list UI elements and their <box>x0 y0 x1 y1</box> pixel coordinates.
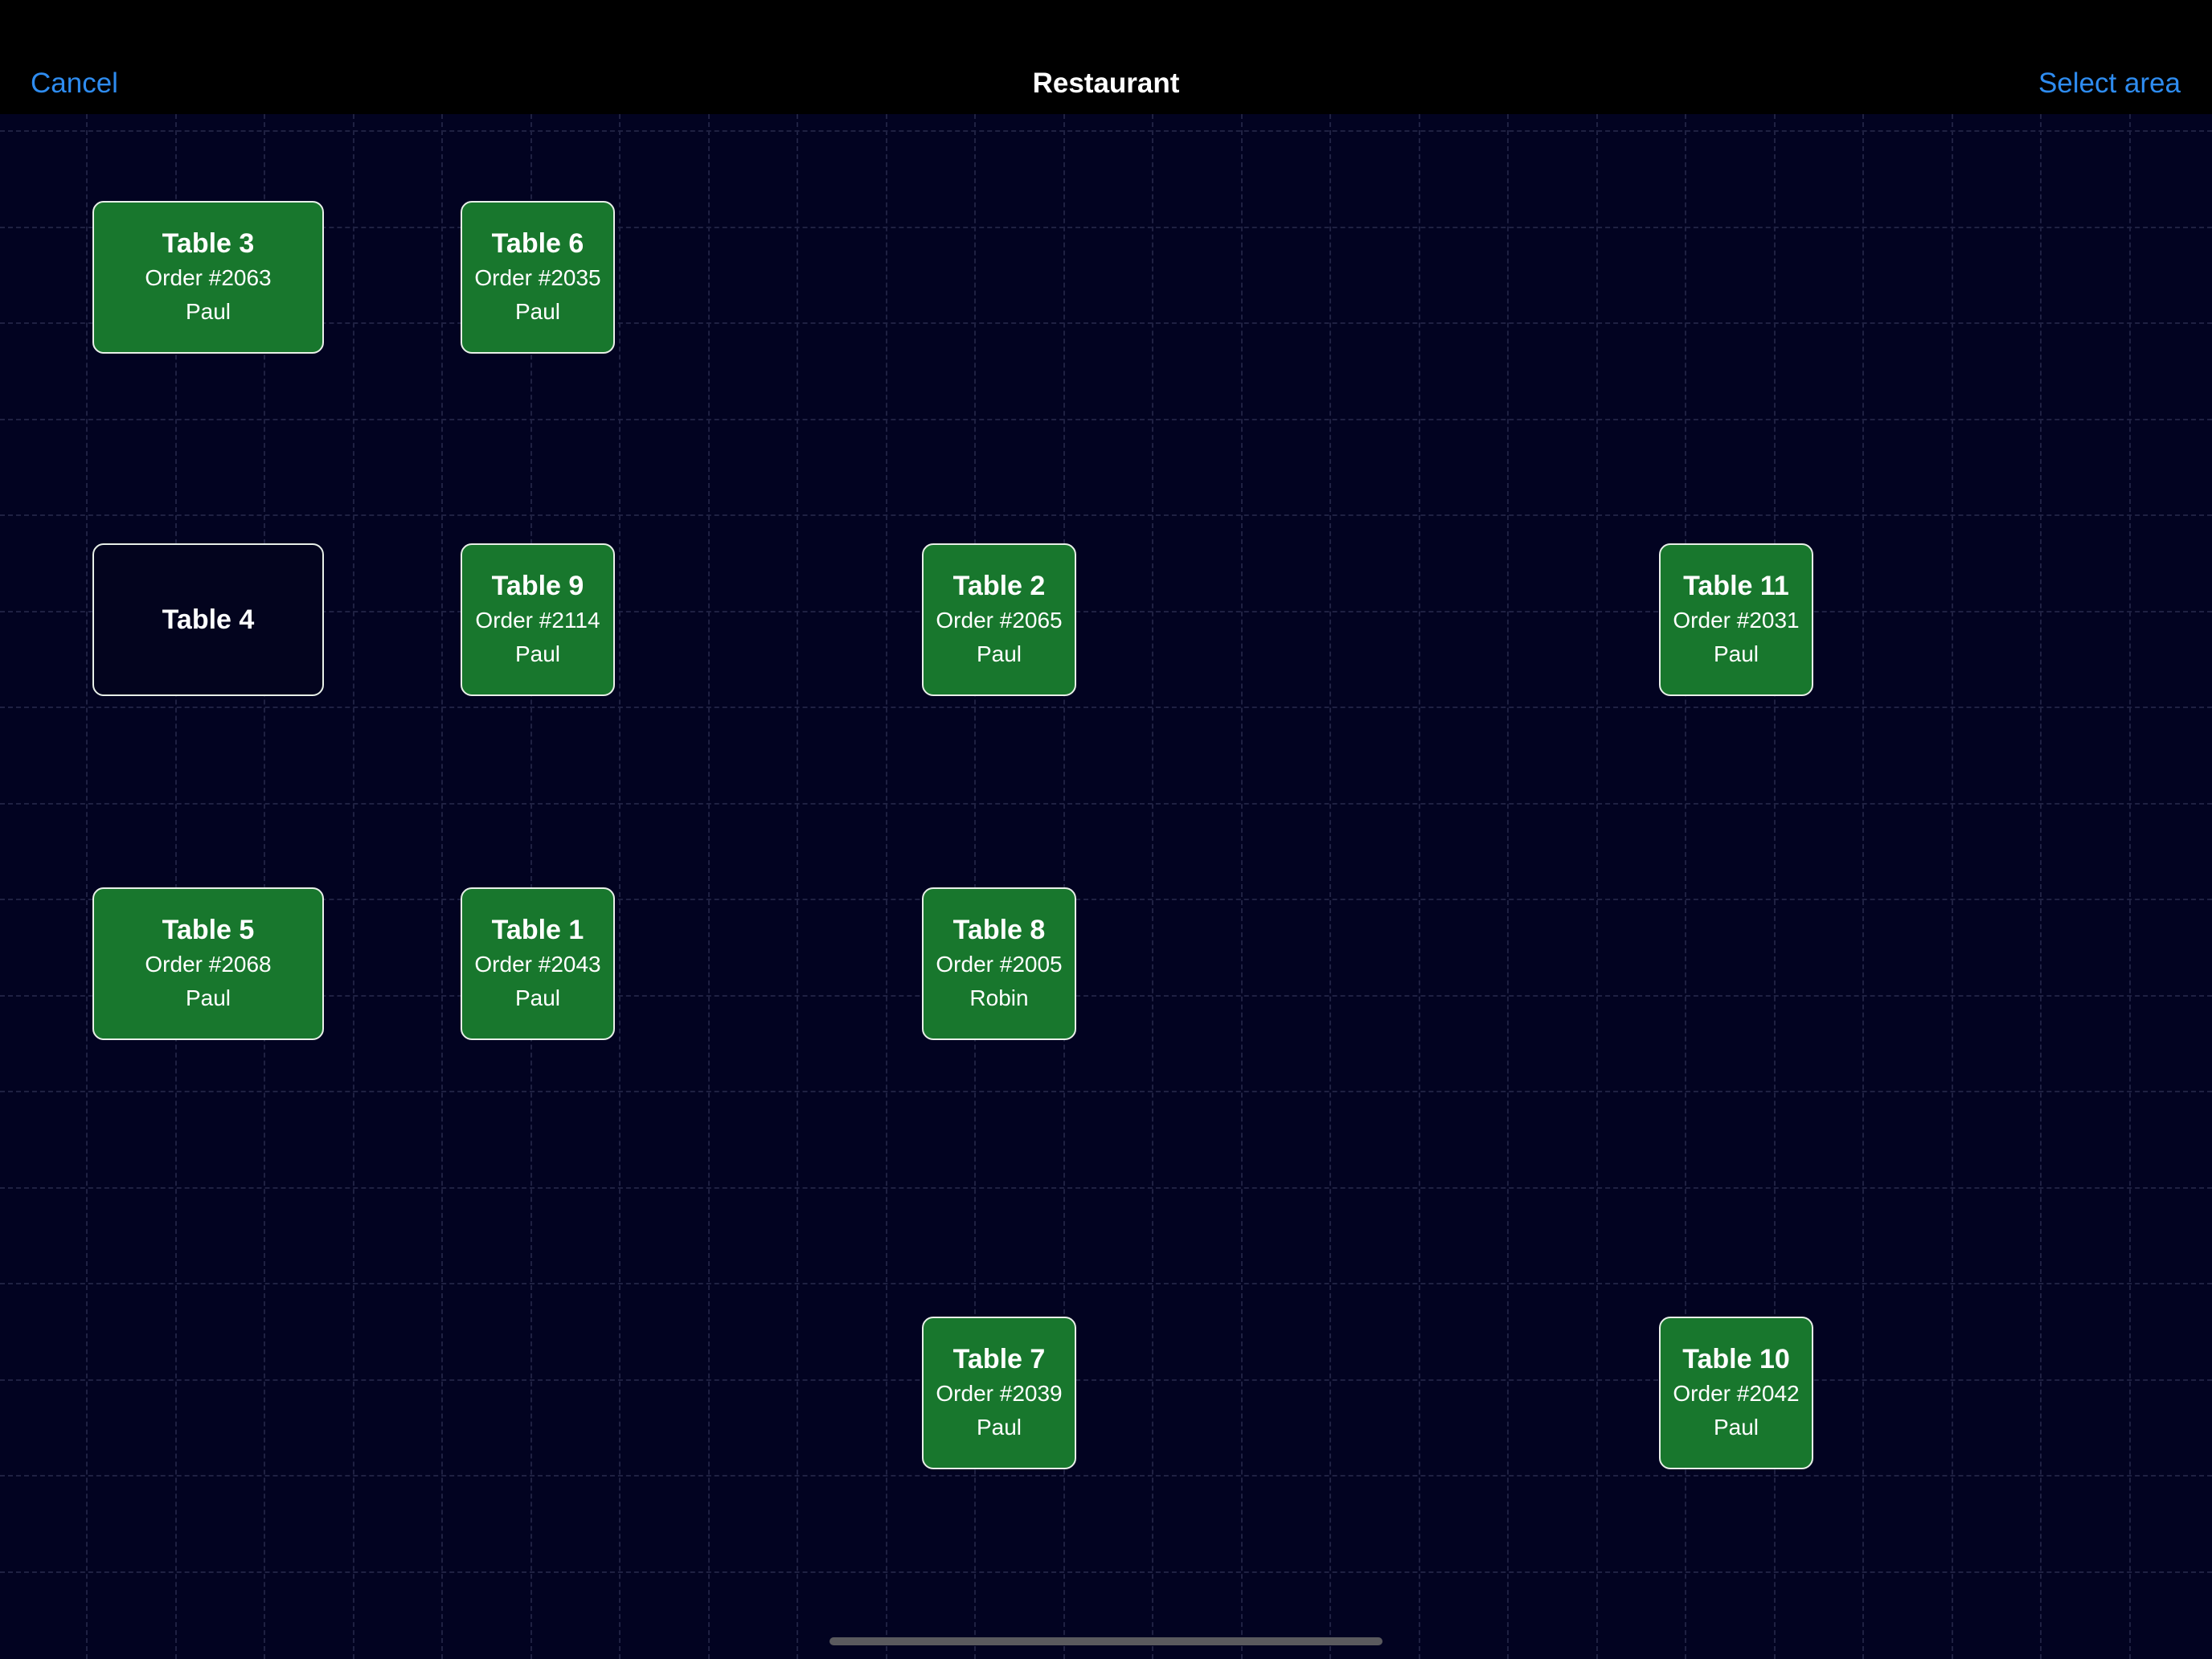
cancel-button[interactable]: Cancel <box>31 68 118 99</box>
grid-line <box>0 995 2212 997</box>
table-card-2[interactable]: Table 2 Order #2065 Paul <box>922 543 1076 696</box>
order-number: Order #2039 <box>936 1381 1063 1406</box>
table-name: Table 9 <box>491 571 584 601</box>
grid-line <box>1329 114 1331 1659</box>
table-name: Table 6 <box>491 228 584 259</box>
order-number: Order #2005 <box>936 952 1063 977</box>
grid-line <box>0 1283 2212 1284</box>
grid-line <box>1063 114 1065 1659</box>
grid-line <box>708 114 710 1659</box>
table-card-8[interactable]: Table 8 Order #2005 Robin <box>922 887 1076 1040</box>
grid-line <box>264 114 265 1659</box>
table-name: Table 8 <box>952 915 1046 945</box>
grid-line <box>0 803 2212 805</box>
grid-line <box>974 114 976 1659</box>
order-number: Order #2065 <box>936 608 1063 633</box>
table-card-9[interactable]: Table 9 Order #2114 Paul <box>461 543 615 696</box>
grid-line <box>1862 114 1864 1659</box>
order-number: Order #2035 <box>474 265 601 290</box>
grid-line <box>0 130 2212 132</box>
server-name: Paul <box>1713 641 1759 666</box>
grid-line <box>2040 114 2042 1659</box>
grid-line <box>2129 114 2131 1659</box>
table-name: Table 5 <box>162 915 255 945</box>
table-name: Table 11 <box>1683 571 1789 601</box>
grid-line <box>1241 114 1243 1659</box>
grid-line <box>619 114 621 1659</box>
table-card-4[interactable]: Table 4 <box>92 543 324 696</box>
table-card-1[interactable]: Table 1 Order #2043 Paul <box>461 887 615 1040</box>
server-name: Paul <box>514 299 561 324</box>
table-name: Table 3 <box>162 228 255 259</box>
grid-line <box>175 114 177 1659</box>
order-number: Order #2068 <box>145 952 272 977</box>
floor-plan: Table 3 Order #2063 Paul Table 6 Order #… <box>0 114 2212 1659</box>
grid-line <box>1596 114 1598 1659</box>
navigation-bar: Cancel Restaurant Select area <box>0 0 2212 114</box>
page-title: Restaurant <box>1032 68 1180 99</box>
table-card-11[interactable]: Table 11 Order #2031 Paul <box>1659 543 1813 696</box>
grid-line <box>797 114 798 1659</box>
table-card-10[interactable]: Table 10 Order #2042 Paul <box>1659 1317 1813 1469</box>
grid-line <box>1152 114 1153 1659</box>
server-name: Paul <box>976 641 1022 666</box>
table-name: Table 1 <box>491 915 584 945</box>
table-name: Table 4 <box>162 604 255 635</box>
server-name: Robin <box>969 985 1029 1010</box>
table-name: Table 7 <box>952 1344 1046 1374</box>
order-number: Order #2063 <box>145 265 272 290</box>
table-card-7[interactable]: Table 7 Order #2039 Paul <box>922 1317 1076 1469</box>
grid-line <box>353 114 354 1659</box>
grid-line <box>1774 114 1776 1659</box>
select-area-button[interactable]: Select area <box>2038 68 2181 99</box>
grid-line <box>0 707 2212 708</box>
order-number: Order #2043 <box>474 952 601 977</box>
grid-line <box>0 1187 2212 1189</box>
table-name: Table 2 <box>952 571 1046 601</box>
grid-line <box>0 322 2212 324</box>
grid-line <box>886 114 887 1659</box>
server-name: Paul <box>185 299 231 324</box>
grid-line <box>86 114 88 1659</box>
grid-line <box>0 419 2212 420</box>
grid-line <box>1507 114 1509 1659</box>
server-name: Paul <box>514 985 561 1010</box>
grid-line <box>0 227 2212 228</box>
grid-line <box>1419 114 1420 1659</box>
grid-line <box>0 611 2212 612</box>
grid-line <box>0 899 2212 900</box>
order-number: Order #2042 <box>1673 1381 1800 1406</box>
table-name: Table 10 <box>1682 1344 1790 1374</box>
grid-line <box>0 1091 2212 1092</box>
server-name: Paul <box>1713 1415 1759 1440</box>
grid-line <box>1685 114 1686 1659</box>
order-number: Order #2114 <box>475 608 600 633</box>
grid-line <box>441 114 443 1659</box>
table-card-6[interactable]: Table 6 Order #2035 Paul <box>461 201 615 354</box>
server-name: Paul <box>514 641 561 666</box>
grid-line <box>0 514 2212 516</box>
grid-line <box>0 1571 2212 1573</box>
grid-line <box>530 114 532 1659</box>
order-number: Order #2031 <box>1673 608 1800 633</box>
server-name: Paul <box>185 985 231 1010</box>
table-card-5[interactable]: Table 5 Order #2068 Paul <box>92 887 324 1040</box>
grid-line <box>0 1475 2212 1477</box>
grid-line <box>1952 114 1953 1659</box>
home-indicator[interactable] <box>830 1637 1382 1645</box>
server-name: Paul <box>976 1415 1022 1440</box>
table-card-3[interactable]: Table 3 Order #2063 Paul <box>92 201 324 354</box>
grid-line <box>0 1379 2212 1381</box>
